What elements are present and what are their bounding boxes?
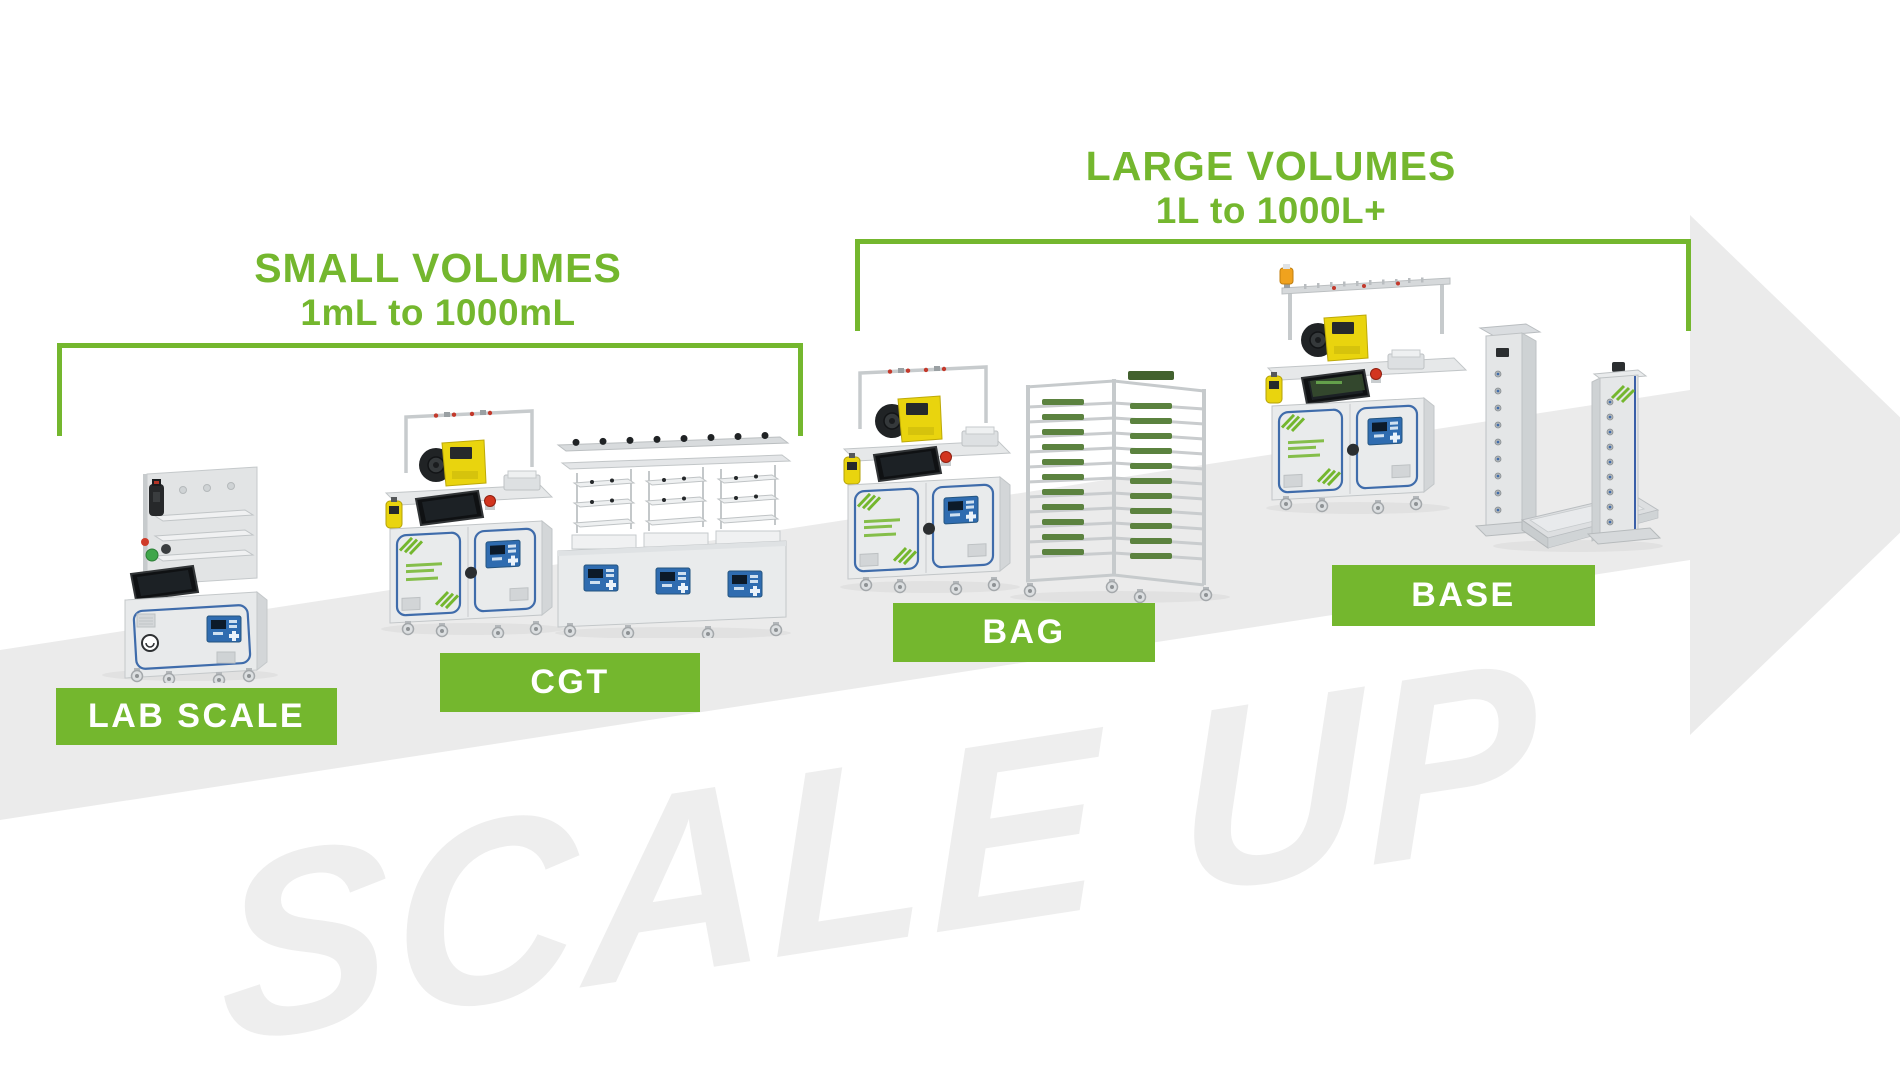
cgt-filling-unit — [385, 408, 552, 638]
control-panel-icon — [206, 615, 242, 643]
base-machine-illustration — [1265, 264, 1663, 552]
base-label: BASE — [1332, 565, 1595, 626]
lab-scale-shelf-unit — [143, 466, 258, 586]
balance-icon — [503, 470, 541, 491]
emergency-stop-icon — [484, 495, 496, 511]
tube-sealer-icon — [843, 452, 861, 485]
lab-scale-machine-illustration — [102, 466, 278, 683]
small-volumes-range: 1mL to 1000mL — [300, 291, 576, 333]
brand-logo-icon — [141, 634, 159, 652]
peristaltic-pump-icon — [1300, 314, 1369, 362]
large-volumes-range: 1L to 1000L+ — [1155, 189, 1387, 231]
control-panel-icon — [655, 567, 691, 595]
base-filling-unit — [1265, 264, 1468, 515]
cgt-label: CGT — [440, 653, 700, 712]
small-volumes-title: SMALL VOLUMES — [254, 245, 622, 291]
control-buttons — [141, 538, 171, 562]
cabinet — [1272, 398, 1434, 500]
cgt-machine-illustration — [381, 408, 792, 638]
bag-machine-illustration — [840, 364, 1230, 604]
peristaltic-pump-icon — [874, 395, 943, 443]
bag-label: BAG — [893, 603, 1155, 662]
control-panel-icon — [727, 570, 763, 598]
control-panel-icon — [583, 564, 619, 592]
emergency-stop-icon — [1370, 368, 1382, 384]
cgt-tray-unit — [556, 432, 792, 638]
handheld-scanner-icon — [149, 479, 164, 516]
lab-scale-cabinet — [124, 590, 268, 679]
balance-icon — [961, 426, 999, 447]
peristaltic-pump-icon — [418, 439, 487, 487]
balance-icon — [1387, 349, 1425, 370]
tube-sealer-icon — [385, 496, 403, 529]
lab-scale-label: LAB SCALE — [56, 688, 337, 745]
bag-filling-unit — [843, 364, 1010, 596]
small-volumes-heading: SMALL VOLUMES 1mL to 1000mL — [178, 245, 698, 333]
bag-rack-trolley — [1023, 371, 1213, 604]
sensor-tower-right — [1586, 362, 1662, 545]
small-volumes-bracket — [57, 343, 803, 436]
cabinet — [848, 477, 1010, 579]
large-volumes-heading: LARGE VOLUMES 1L to 1000L+ — [1011, 143, 1531, 231]
large-volumes-bracket — [855, 239, 1691, 331]
beacon-light-icon — [1279, 264, 1294, 288]
touchscreen-icon — [130, 565, 199, 601]
tube-sealer-icon — [1265, 371, 1283, 404]
sensor-tower-left — [1474, 323, 1558, 537]
cabinet — [390, 521, 552, 623]
large-volumes-title: LARGE VOLUMES — [1085, 143, 1457, 189]
emergency-stop-icon — [940, 451, 952, 467]
